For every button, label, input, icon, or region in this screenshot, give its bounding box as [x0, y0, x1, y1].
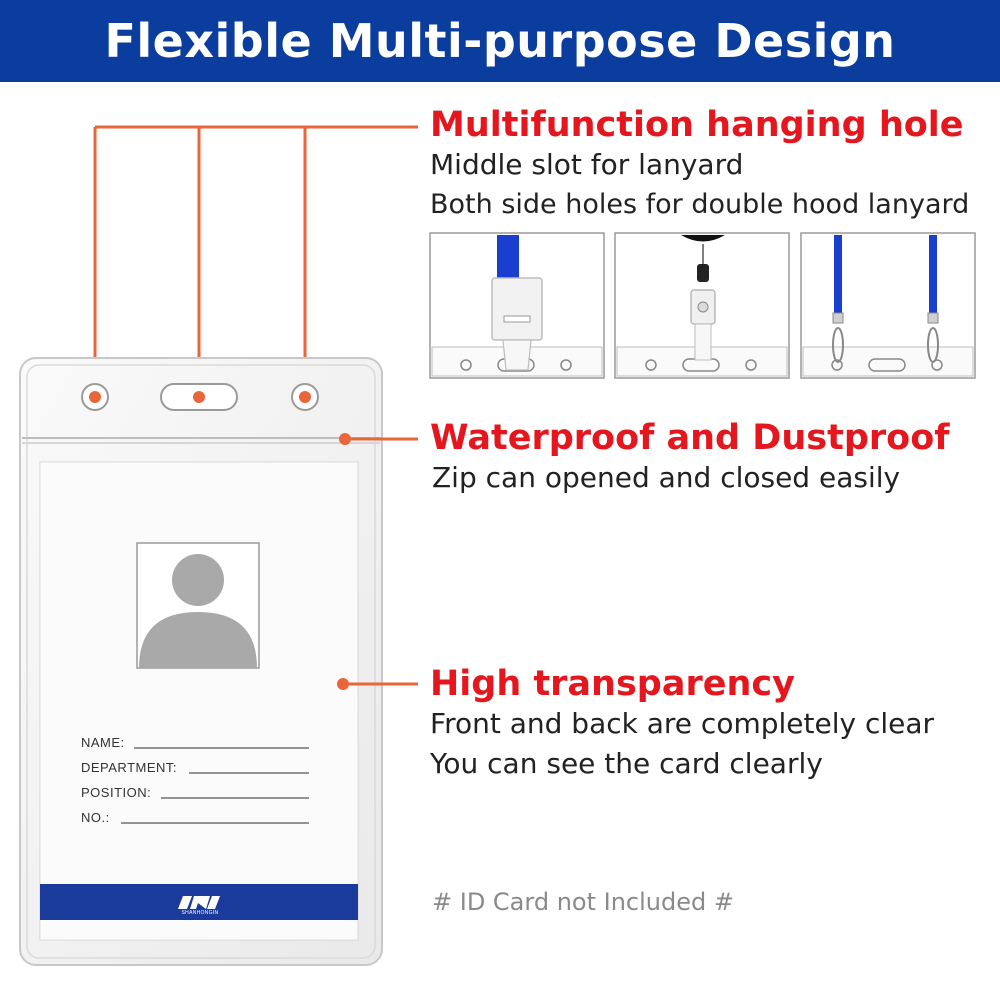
hanging-holes [81, 383, 319, 411]
feature-line: Middle slot for lanyard [430, 148, 744, 181]
feature-hanging-hole: Multifunction hanging hole Middle slot f… [430, 105, 969, 225]
card-field-no: NO.: [81, 810, 110, 825]
lanyard-panel-single [429, 232, 605, 379]
feature-title: Multifunction hanging hole [430, 105, 964, 145]
footnote: # ID Card not Included # [432, 888, 734, 916]
feature-transparency: High transparency Front and back are com… [430, 664, 934, 784]
lanyard-panel-reel [614, 232, 790, 379]
page-title: Flexible Multi-purpose Design [104, 14, 896, 68]
zip-seal [22, 437, 380, 444]
feature-line: Zip can opened and closed easily [432, 461, 901, 494]
hanging-hole-callout [93, 125, 418, 397]
lanyard-panel-double [800, 232, 976, 379]
person-silhouette-icon [139, 554, 257, 668]
brand-logo-icon [178, 896, 220, 909]
card-field-position: POSITION: [81, 785, 152, 800]
feature-line: You can see the card clearly [430, 747, 823, 780]
feature-line: Front and back are completely clear [430, 707, 935, 740]
feature-title: Waterproof and Dustproof [430, 418, 950, 458]
card-field-department: DEPARTMENT: [81, 760, 178, 775]
feature-line: Both side holes for double hood lanyard [430, 189, 970, 220]
id-card [39, 461, 359, 941]
feature-waterproof: Waterproof and Dustproof Zip can opened … [430, 418, 949, 498]
header-banner: Flexible Multi-purpose Design [0, 0, 1000, 82]
card-field-name: NAME: [81, 735, 125, 750]
feature-title: High transparency [430, 664, 795, 704]
card-brand-mark: SHANHONGIN [181, 910, 219, 916]
